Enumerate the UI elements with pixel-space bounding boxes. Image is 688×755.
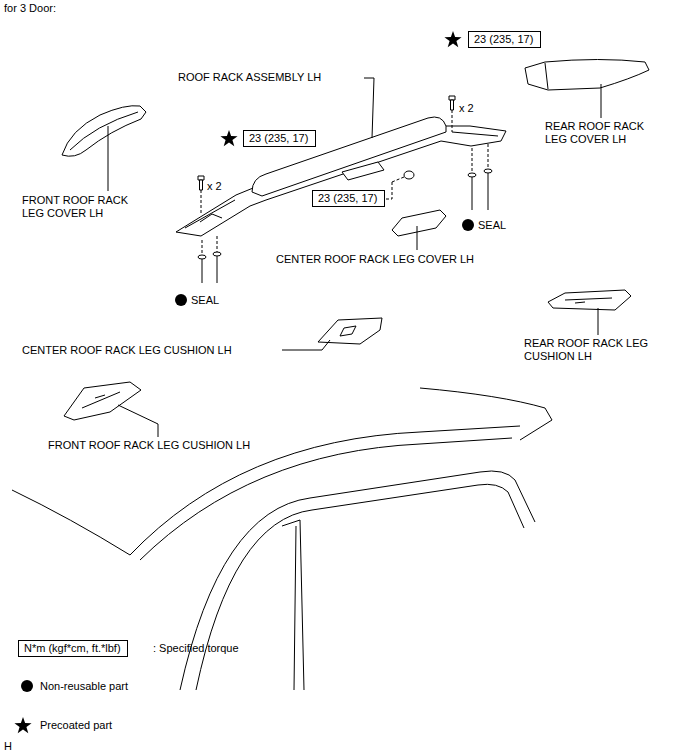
legend-text: : Specified torque: [153, 642, 239, 654]
vehicle-body: [140, 438, 512, 560]
leader-line: [601, 84, 602, 118]
view-title: for 3 Door:: [4, 2, 56, 15]
vehicle-body: [196, 484, 524, 690]
torque-box: 23 (235, 17): [468, 31, 541, 48]
cushion-hole: [82, 392, 120, 408]
cover-edge: [545, 63, 548, 89]
front-leg-cover: [62, 106, 146, 157]
bolt: [198, 176, 204, 180]
part-name: REAR ROOF RACK LEG CUSHION LH: [524, 337, 664, 363]
part-name: CENTER ROOF RACK LEG COVER LH: [276, 253, 474, 266]
rear-leg-cushion: [548, 290, 631, 310]
precoated-star: [444, 31, 461, 47]
leader-line: [417, 226, 418, 250]
non-reusable-dot: [21, 680, 33, 692]
part-name: CENTER ROOF RACK LEG CUSHION LH: [22, 344, 232, 357]
legend-item: : Specified torque: [153, 642, 239, 655]
rear-leg-cover: [525, 60, 649, 91]
seal: [468, 173, 476, 177]
center-leg-cushion: [318, 318, 382, 344]
center-foot: [342, 162, 384, 180]
quantity: x 2: [207, 180, 222, 193]
non-reusable-dot: [175, 294, 187, 306]
box-text: 23 (235, 17): [474, 33, 535, 46]
box-text: 23 (235, 17): [249, 132, 310, 145]
cover-edge: [70, 112, 138, 150]
torque-legend-box: N*m (kgf*cm, ft.*lbf): [18, 640, 128, 657]
part-name: REAR ROOF RACK LEG COVER LH: [545, 120, 657, 146]
center-leg-cover: [392, 210, 446, 236]
legend-text: Non-reusable part: [40, 680, 128, 692]
torque-box: 23 (235, 17): [312, 190, 385, 207]
vehicle-body: [282, 520, 304, 690]
roof-rack-bar: [252, 117, 446, 196]
vehicle-body: [420, 388, 552, 440]
part-name: FRONT ROOF RACK LEG CUSHION LH: [48, 439, 250, 452]
box-text: 23 (235, 17): [318, 192, 379, 205]
part-name: ROOF RACK ASSEMBLY LH: [178, 71, 321, 84]
leader-line: [598, 308, 599, 335]
leader-line: [108, 126, 109, 191]
seal: [213, 252, 221, 256]
precoated-star: [14, 717, 31, 733]
part-name: SEAL: [191, 294, 219, 307]
leader-line: [118, 405, 158, 437]
rack-detail: [185, 132, 498, 228]
bolt: [404, 171, 414, 179]
precoated-star: [220, 130, 237, 146]
seal: [198, 255, 206, 259]
bolt: [449, 96, 455, 100]
vehicle-body: [12, 490, 130, 555]
bolt-guide: [201, 110, 488, 255]
cushion-hole: [340, 326, 356, 336]
leader-line: [282, 340, 330, 350]
front-leg-cushion: [64, 382, 141, 420]
box-text: N*m (kgf*cm, ft.*lbf): [24, 642, 122, 655]
seal-line: [202, 173, 488, 283]
bolt: [451, 100, 454, 110]
legend-item: Precoated part: [40, 719, 112, 732]
figure-code: H: [4, 740, 12, 753]
bolt: [200, 180, 203, 190]
part-name: FRONT ROOF RACK LEG COVER LH: [22, 194, 146, 220]
quantity: x 2: [459, 102, 474, 115]
part-name: SEAL: [478, 219, 506, 232]
non-reusable-dot: [462, 219, 474, 231]
vehicle-body: [180, 471, 535, 690]
seal: [484, 169, 492, 173]
leader-line: [364, 78, 374, 138]
legend-item: Non-reusable part: [40, 680, 128, 693]
legend-text: Precoated part: [40, 719, 112, 731]
torque-box: 23 (235, 17): [243, 130, 316, 147]
cushion-hole: [565, 298, 612, 303]
roof-rack: [176, 126, 506, 236]
